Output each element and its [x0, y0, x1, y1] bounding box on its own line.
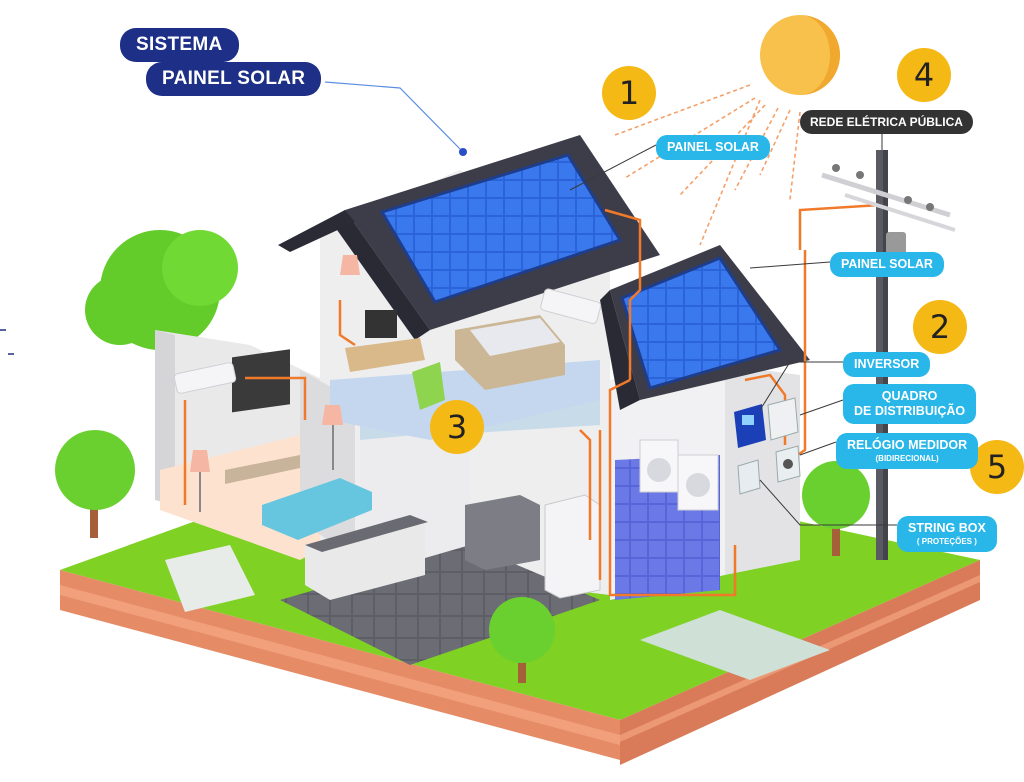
- distribution-board: [767, 397, 799, 441]
- string-box-device: [737, 459, 761, 495]
- furniture: [165, 255, 719, 612]
- label-string-box: STRING BOX ( PROTEÇÕES ): [897, 516, 997, 552]
- label-string-box-sub: ( PROTEÇÕES ): [916, 537, 977, 546]
- sun-rays: [614, 84, 801, 246]
- badge-5: 5: [970, 440, 1024, 494]
- tree-left-front: [55, 430, 135, 538]
- title-leader-line: [324, 81, 464, 153]
- bidirectional-meter: [775, 445, 801, 483]
- label-solar-panel-secondary: PAINEL SOLAR: [830, 252, 944, 277]
- label-meter: RELÓGIO MEDIDOR (BIDIRECIONAL): [836, 433, 979, 469]
- tree-front-center: [489, 597, 555, 683]
- badge-3: 3: [430, 400, 484, 454]
- secondary-roof: [600, 245, 810, 410]
- label-distribution-board: QUADRO DE DISTRIBUIÇÃO: [843, 384, 977, 424]
- label-solar-panel-main: PAINEL SOLAR: [656, 135, 770, 160]
- inverter-device: [734, 404, 766, 448]
- tree-large-left: [85, 230, 238, 350]
- tree-right: [802, 461, 870, 556]
- title-line-1: SISTEMA: [120, 28, 239, 62]
- sun: [760, 15, 840, 95]
- badge-1: 1: [602, 66, 656, 120]
- leader-lines: [569, 132, 897, 526]
- label-meter-main: RELÓGIO MEDIDOR: [847, 438, 968, 452]
- label-public-grid: REDE ELÉTRICA PÚBLICA: [800, 110, 973, 134]
- label-meter-sub: (BIDIRECIONAL): [875, 454, 939, 463]
- title-leader-dot: [459, 148, 467, 156]
- badge-4: 4: [897, 48, 951, 102]
- label-string-box-main: STRING BOX: [908, 521, 986, 535]
- kitchen-floor: [280, 545, 600, 665]
- label-inverter: INVERSOR: [843, 352, 931, 377]
- badge-2: 2: [913, 300, 967, 354]
- title-line-2: PAINEL SOLAR: [146, 62, 322, 96]
